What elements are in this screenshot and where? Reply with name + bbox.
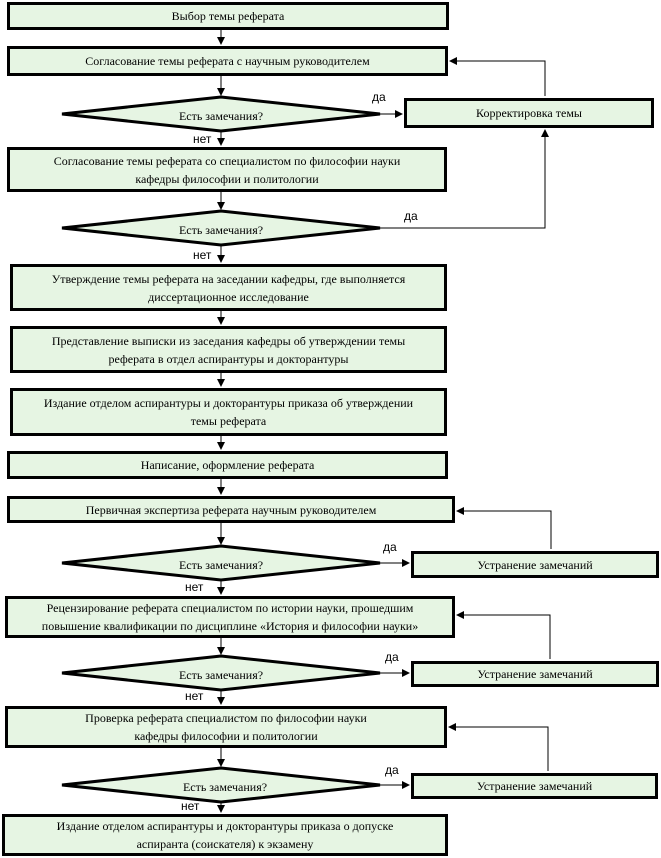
step-supervisor-review: Первичная экспертиза реферата научным ру… — [7, 496, 455, 523]
step-agree-philosophy-specialist: Согласование темы реферата со специалист… — [7, 147, 447, 192]
step-department-approval: Утверждение темы реферата на заседании к… — [10, 264, 447, 311]
step-exam-admission-order: Издание отделом аспирантуры и докторанту… — [2, 814, 448, 856]
label-yes-2: да — [404, 209, 418, 223]
step-submit-extract: Представление выписки из заседания кафед… — [10, 326, 447, 373]
decision-text-3: Есть замечания? — [178, 558, 264, 572]
step-approval-order: Издание отделом аспирантуры и докторанту… — [10, 388, 447, 436]
side-topic-correction-box: Корректировка темы — [404, 98, 654, 128]
label-no-3: нет — [185, 580, 204, 594]
label-yes-5: да — [385, 763, 399, 777]
decision-text-4: Есть замечания? — [178, 668, 264, 682]
label-yes-4: да — [385, 650, 399, 664]
arrows — [217, 30, 552, 813]
step-history-review: Рецензирование реферата специалистом по … — [5, 596, 455, 638]
decision-text-5: Есть замечания? — [182, 780, 268, 794]
label-no-2: нет — [193, 248, 212, 262]
side-fix-remarks-3: Устранение замечаний — [411, 773, 658, 799]
step-select-topic: Выбор темы реферата — [7, 2, 449, 30]
side-fix-remarks-1: Устранение замечаний — [411, 551, 659, 578]
label-no-5: нет — [181, 799, 200, 813]
label-no-1: нет — [193, 132, 212, 146]
step-philosophy-check: Проверка реферата специалистом по филосо… — [5, 706, 447, 748]
step-writing: Написание, оформление реферата — [7, 451, 448, 479]
decision-text-2: Есть замечания? — [178, 223, 264, 237]
label-no-4: нет — [185, 689, 204, 703]
label-yes-1: да — [372, 90, 386, 104]
label-yes-3: да — [383, 540, 397, 554]
side-fix-remarks-2: Устранение замечаний — [411, 661, 659, 687]
decision-text-1: Есть замечания? — [178, 109, 264, 123]
step-agree-supervisor: Согласование темы реферата с научным рук… — [7, 46, 448, 76]
